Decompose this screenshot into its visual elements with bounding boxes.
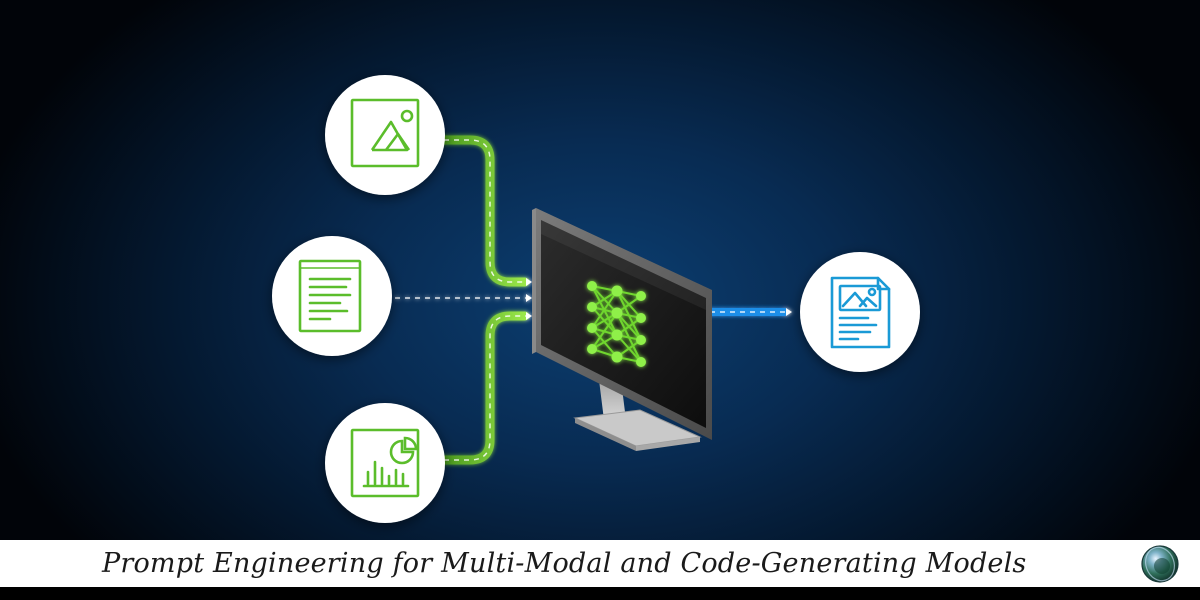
workflow-diagram [272,75,920,523]
connector-middle [390,293,532,303]
input-chart-node [325,403,445,523]
page-title: Prompt Engineering for Multi-Modal and C… [102,548,1027,579]
report-icon [830,276,891,349]
output-report-node [800,252,920,372]
connector-top [429,135,532,287]
connector-output [706,308,792,316]
neural-network-icon [587,281,646,367]
bottom-border [0,587,1200,600]
image-icon [350,98,420,168]
monitor [532,208,712,451]
connector-bottom [429,311,532,465]
globe-logo [1141,545,1179,583]
chart-icon [350,428,420,498]
input-document-node [272,236,392,356]
caption-bar: Prompt Engineering for Multi-Modal and C… [0,540,1200,587]
input-image-node [325,75,445,195]
document-icon [298,259,362,333]
diagram-stage [0,0,1200,540]
